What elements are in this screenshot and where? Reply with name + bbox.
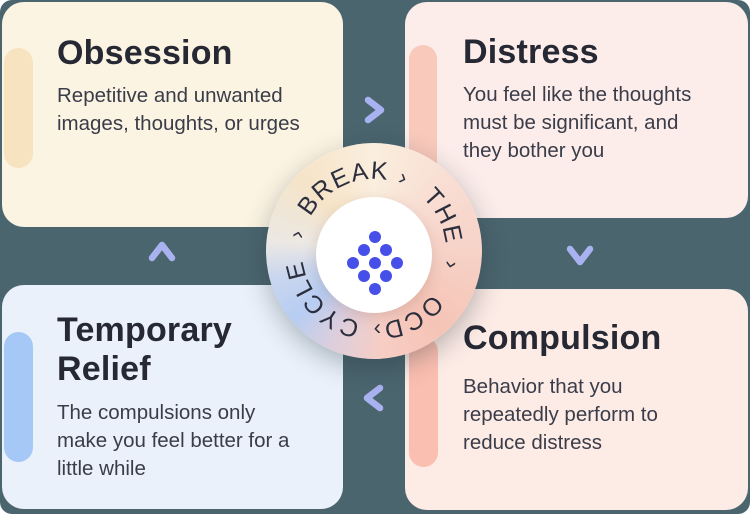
dot [347, 257, 359, 269]
dot [380, 244, 392, 256]
temporary-relief-accent-bar [4, 332, 33, 462]
temporary-relief-description: The compulsions only make you feel bette… [57, 401, 290, 481]
cycle-ring: › BREAK › THE › OCD › CYCLE [266, 143, 482, 359]
chevron-down-icon [566, 245, 594, 266]
obsession-description: Repetitive and unwanted images, thoughts… [57, 84, 300, 136]
dot [369, 231, 381, 243]
dot [358, 270, 370, 282]
chevron-up-icon [148, 241, 176, 262]
compulsion-title: Compulsion [463, 319, 662, 357]
svg-text:›: › [395, 164, 411, 190]
chevron-right-icon [364, 96, 385, 124]
distress-title: Distress [463, 33, 599, 71]
svg-text:›: › [439, 259, 465, 271]
ring-separator-icon: › [373, 318, 381, 343]
dot [358, 244, 370, 256]
ring-separator-icon: › [283, 228, 309, 240]
card-compulsion: Compulsion Behavior that you repeatedly … [405, 289, 748, 510]
obsession-accent-bar [4, 48, 33, 168]
svg-text:›: › [283, 228, 309, 240]
dot [369, 257, 381, 269]
dot [369, 283, 381, 295]
card-temporary-relief: Temporary Relief The compulsions only ma… [2, 285, 343, 509]
compulsion-description: Behavior that you repeatedly perform to … [463, 375, 658, 455]
dots-diamond-icon [343, 230, 407, 298]
compulsion-accent-bar [409, 337, 438, 467]
dot [391, 257, 403, 269]
ring-separator-icon: › [395, 164, 411, 190]
ring-separator-icon: › [439, 259, 465, 271]
card-obsession: Obsession Repetitive and unwanted images… [2, 2, 343, 227]
card-distress: Distress You feel like the thoughts must… [405, 2, 748, 218]
chevron-left-icon [363, 384, 384, 412]
temporary-relief-title: Temporary Relief [57, 311, 233, 389]
obsession-title: Obsession [57, 34, 233, 72]
svg-text:›: › [373, 318, 381, 343]
distress-description: You feel like the thoughts must be signi… [463, 83, 692, 163]
dot [380, 270, 392, 282]
